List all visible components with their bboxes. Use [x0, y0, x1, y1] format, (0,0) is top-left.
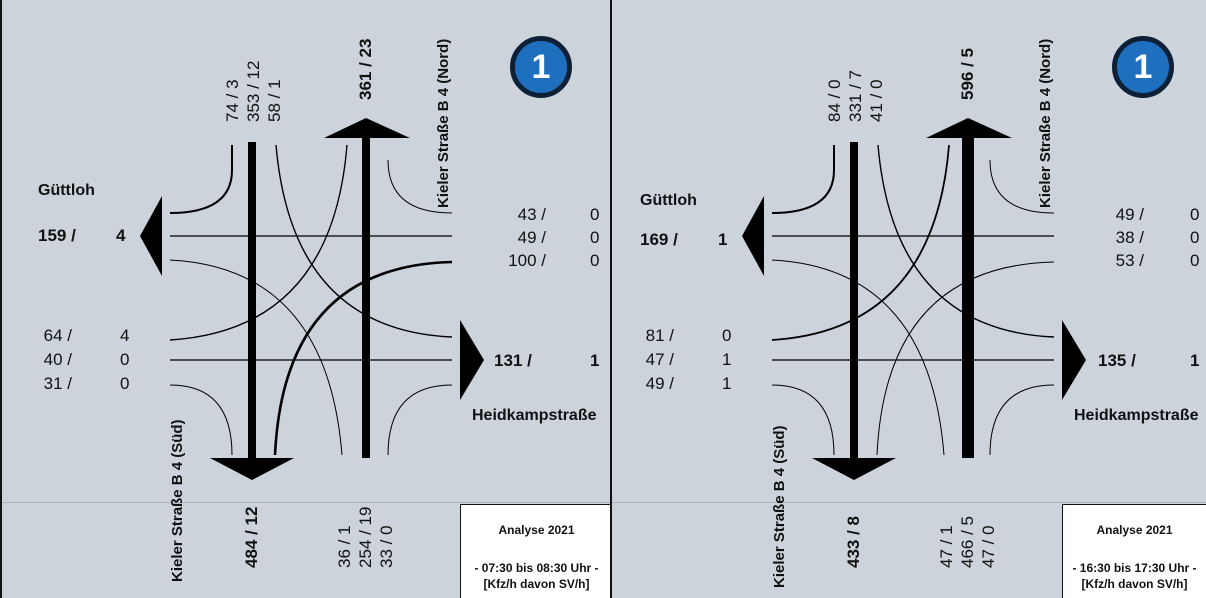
info-unit: [Kfz/h davon SV/h] [1081, 577, 1188, 591]
north-in-left: 84 / 0 [825, 79, 844, 122]
west-out-sv: 4 [116, 226, 126, 245]
info-time-range: - 16:30 bis 17:30 Uhr - [1072, 561, 1197, 575]
north-out-total: 361 / 23 [356, 38, 375, 100]
info-unit: [Kfz/h davon SV/h] [483, 577, 590, 591]
west-in-through-kfz: 40 / [43, 350, 72, 369]
north-in-right: 41 / 0 [867, 79, 886, 122]
north-in-right: 58 / 1 [265, 79, 284, 122]
west-in-through-kfz: 47 / [645, 350, 674, 369]
east-out-sv: 1 [590, 351, 600, 370]
road-name-south: Kieler Straße B 4 (Süd) [169, 419, 186, 582]
east-out-total: 131 / [494, 351, 532, 370]
flow-west-to-south [169, 259, 343, 456]
flow-turn-north-west [771, 145, 835, 214]
info-box: Analyse 2021 - 07:30 bis 08:30 Uhr - [Kf… [460, 504, 610, 598]
road-name-north: Kieler Straße B 4 (Nord) [1037, 38, 1054, 208]
intersection-flow-diagram [140, 118, 484, 480]
south-in-through: 254 / 19 [356, 506, 375, 568]
road-name-west: Güttloh [640, 192, 697, 209]
road-name-south: Kieler Straße B 4 (Süd) [771, 425, 788, 588]
arrow-south [812, 458, 896, 480]
south-out-total: 484 / 12 [242, 506, 261, 568]
south-in-left: 33 / 0 [377, 525, 396, 568]
east-in-right-kfz: 43 / [517, 205, 546, 224]
west-in-left-sv: 0 [722, 326, 732, 345]
flow-turn-south-east [989, 384, 1055, 456]
panel-evening: 84 / 0 331 / 7 41 / 0 596 / 5 Kieler Str… [612, 0, 1206, 598]
west-in-right-sv: 1 [722, 374, 732, 393]
flow-west-to-north [771, 144, 950, 341]
west-in-left-sv: 4 [120, 326, 130, 345]
north-in-through: 331 / 7 [846, 70, 865, 122]
south-in-through: 466 / 5 [958, 516, 977, 568]
west-out-sv: 1 [718, 230, 728, 249]
flow-north-to-east [877, 144, 1055, 338]
east-in-through-kfz: 49 / [517, 228, 546, 247]
road-name-east: Heidkampstraße [472, 407, 597, 424]
east-in-left-sv: 0 [1190, 251, 1200, 270]
east-out-total: 135 / [1098, 351, 1136, 370]
flow-turn-south-east [387, 384, 453, 456]
east-in-right-sv: 0 [590, 205, 600, 224]
flow-west-to-north [169, 144, 348, 341]
separator-line [612, 502, 1206, 503]
road-name-east: Heidkampstraße [1074, 407, 1199, 424]
info-box: Analyse 2021 - 16:30 bis 17:30 Uhr - [Kf… [1062, 504, 1206, 598]
south-in-right: 36 / 1 [335, 525, 354, 568]
intersection-flow-diagram [742, 118, 1086, 480]
west-out-total: 169 / [640, 230, 678, 249]
info-title: Analyse 2021 [1096, 523, 1173, 537]
east-in-through-kfz: 38 / [1115, 228, 1144, 247]
north-in-left: 74 / 3 [223, 79, 242, 122]
south-out-total: 433 / 8 [844, 516, 863, 568]
north-in-through: 353 / 12 [244, 60, 263, 122]
east-in-right-kfz: 49 / [1115, 205, 1144, 224]
west-out-total: 159 / [38, 226, 76, 245]
east-in-right-sv: 0 [1190, 205, 1200, 224]
flow-east-to-south [876, 261, 1055, 456]
flow-north-to-east [275, 144, 453, 338]
east-out-sv: 1 [1190, 351, 1200, 370]
west-in-right-kfz: 31 / [43, 374, 72, 393]
east-in-through-sv: 0 [1190, 228, 1200, 247]
arrow-east [460, 320, 484, 400]
arrow-west [742, 196, 764, 276]
info-title: Analyse 2021 [498, 523, 575, 537]
road-name-north: Kieler Straße B 4 (Nord) [435, 38, 452, 208]
flow-turn-north-west [169, 145, 233, 214]
road-name-west: Güttloh [38, 182, 95, 199]
east-in-left-kfz: 100 / [508, 251, 546, 270]
west-in-through-sv: 0 [120, 350, 130, 369]
arrow-east [1062, 320, 1086, 400]
west-in-left-kfz: 64 / [43, 326, 72, 345]
east-in-left-kfz: 53 / [1115, 251, 1144, 270]
north-out-total: 596 / 5 [958, 48, 977, 100]
flow-turn-west-south [771, 384, 835, 456]
intersection-number-badge: 1 [510, 36, 572, 98]
panel-morning: 74 / 3 353 / 12 58 / 1 361 / 23 Kieler S… [0, 0, 612, 598]
info-time-range: - 07:30 bis 08:30 Uhr - [474, 561, 599, 575]
east-in-left-sv: 0 [590, 251, 600, 270]
flow-east-to-south [273, 260, 453, 456]
west-in-left-kfz: 81 / [645, 326, 674, 345]
south-in-left: 47 / 0 [979, 525, 998, 568]
arrow-south [210, 458, 294, 480]
flow-turn-east-north [989, 159, 1055, 214]
intersection-number-badge: 1 [1112, 36, 1174, 98]
separator-line [2, 502, 610, 503]
south-in-right: 47 / 1 [937, 525, 956, 568]
west-in-right-sv: 0 [120, 374, 130, 393]
east-in-through-sv: 0 [590, 228, 600, 247]
flow-turn-west-south [169, 384, 233, 456]
flow-turn-east-north [387, 159, 453, 214]
arrow-north [926, 118, 1012, 138]
west-in-through-sv: 1 [722, 350, 732, 369]
arrow-north [324, 118, 410, 138]
flow-west-to-south [771, 259, 945, 456]
west-in-right-kfz: 49 / [645, 374, 674, 393]
arrow-west [140, 196, 162, 276]
